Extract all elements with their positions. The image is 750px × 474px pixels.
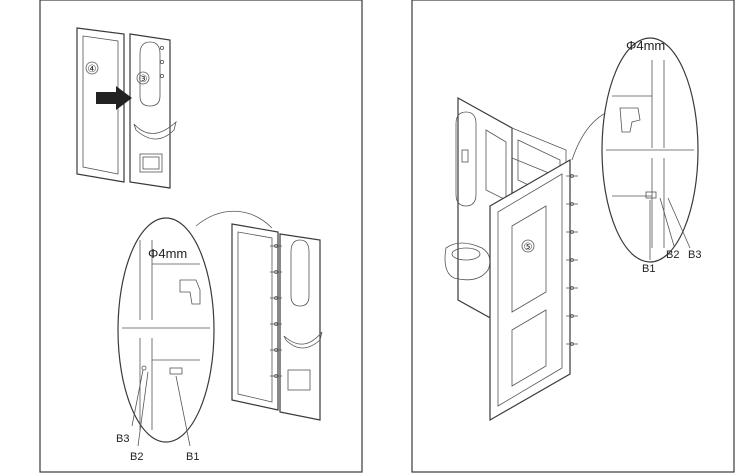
bracket-icon bbox=[179, 279, 201, 305]
panel-3-sink bbox=[133, 120, 177, 140]
screw-row-left bbox=[270, 244, 282, 378]
panel-4-number: ④ bbox=[88, 64, 97, 75]
panel-3-mirror bbox=[139, 41, 161, 107]
bolt-label-b2-left: B2 bbox=[130, 451, 143, 463]
toilet-icon bbox=[444, 242, 491, 281]
panel-4-badge bbox=[85, 61, 99, 75]
panel-5-number: ⑤ bbox=[524, 242, 533, 253]
left-sheet-border bbox=[39, 0, 363, 473]
panel-3-vent bbox=[139, 153, 163, 173]
right-sheet-border bbox=[411, 0, 735, 473]
panel-5: ⑤ bbox=[489, 158, 578, 422]
bolt-label-b3-right: B3 bbox=[688, 249, 701, 261]
bolt-label-b1-left: B1 bbox=[186, 451, 199, 463]
panel-3-number: ③ bbox=[139, 74, 148, 85]
diameter-label-right: Φ4mm bbox=[626, 38, 665, 53]
panel-5-badge bbox=[521, 239, 535, 253]
screw-row-right bbox=[566, 174, 578, 346]
bolt-icon-right bbox=[645, 191, 657, 199]
bolt-label-b2-right: B2 bbox=[666, 249, 679, 261]
right-sheet: ⑤ Φ4mm bbox=[411, 0, 735, 473]
panel-3: ③ bbox=[129, 33, 177, 189]
assembled-wall-left bbox=[231, 223, 323, 421]
bolt-label-b3-left: B3 bbox=[116, 433, 129, 445]
bracket-icon-right bbox=[619, 107, 641, 133]
detail-oval-right: Φ4mm bbox=[571, 37, 699, 263]
bolt-label-b1-right: B1 bbox=[642, 263, 655, 275]
insert-arrow-icon bbox=[96, 86, 132, 110]
bolt-icon bbox=[169, 367, 183, 375]
diameter-label-left: Φ4mm bbox=[148, 246, 187, 261]
panel-4: ④ bbox=[76, 27, 125, 183]
panel-3-badge bbox=[136, 71, 150, 85]
detail-oval-left: Φ4mm bbox=[117, 210, 273, 447]
left-sheet: ④ ③ bbox=[39, 0, 363, 473]
